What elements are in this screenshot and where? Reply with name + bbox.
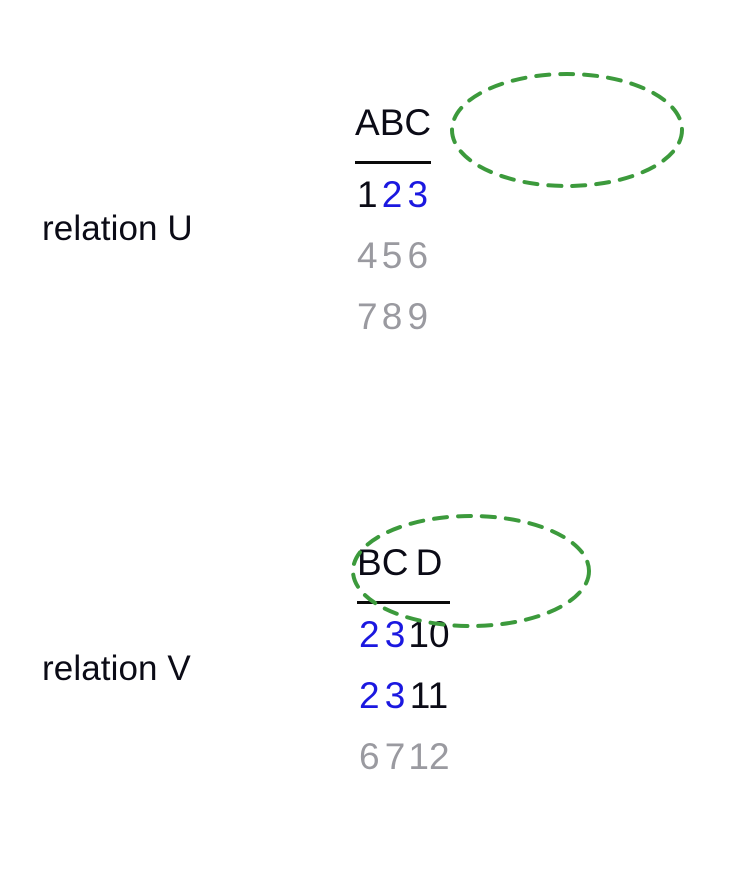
cell-b: 8 — [381, 296, 403, 337]
cell-b: 2 — [359, 675, 380, 716]
table-row: 4 5 6 — [355, 225, 431, 286]
table-row: 6 7 12 — [357, 726, 450, 787]
cell-c: 3 — [384, 614, 406, 655]
cell-c: 3 — [407, 174, 429, 215]
cell-b: 2 — [359, 614, 380, 655]
cell-b: 5 — [381, 235, 403, 276]
relation-v-header: B C D — [357, 526, 450, 603]
relation-u-label: relation U — [42, 209, 193, 248]
cell-d: 10 — [408, 614, 450, 655]
table-row: 2 3 11 — [357, 665, 450, 726]
cell-c: 7 — [384, 736, 406, 777]
table-row: 2 3 10 — [357, 603, 450, 666]
relation-v-label: relation V — [42, 649, 191, 688]
relation-v-table: B C D 2 3 10 2 3 11 — [357, 526, 450, 787]
cell-b: 6 — [359, 736, 380, 777]
column-header-c: C — [404, 101, 432, 143]
cell-b: 2 — [381, 174, 403, 215]
relation-u-table: A B C 1 2 3 4 5 6 — [355, 86, 432, 348]
relation-u-body: 1 2 3 4 5 6 7 8 9 — [355, 162, 432, 348]
relation-v-body: 2 3 10 2 3 11 6 7 12 — [357, 602, 450, 788]
table-row: 7 8 9 — [355, 286, 431, 347]
cell-c: 3 — [384, 675, 406, 716]
column-header-d: D — [415, 541, 443, 583]
cell-a: 1 — [357, 174, 378, 215]
column-header-a: A — [355, 101, 380, 143]
column-header-c: C — [381, 541, 409, 583]
cell-c: 6 — [407, 235, 429, 276]
highlight-ellipse-relation-u — [450, 72, 684, 188]
relation-u-header: A B C — [355, 86, 432, 163]
cell-a: 7 — [357, 296, 378, 337]
cell-a: 4 — [357, 235, 378, 276]
cell-d: 12 — [408, 736, 450, 777]
table-row: 1 2 3 — [355, 163, 431, 226]
column-header-b: B — [357, 541, 382, 583]
cell-c: 9 — [407, 296, 429, 337]
cell-d: 11 — [409, 675, 449, 716]
table-header-row: A B C — [355, 86, 431, 158]
table-header-row: B C D — [357, 526, 450, 598]
column-header-b: B — [379, 101, 405, 143]
